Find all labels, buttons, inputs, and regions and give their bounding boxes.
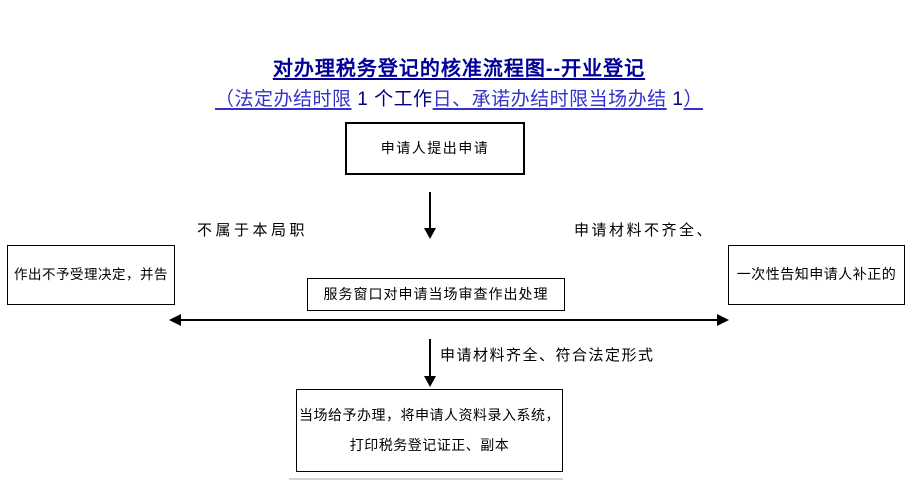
- edge-label-materials-complete: 申请材料齐全、符合法定形式: [440, 347, 655, 364]
- node-label: 一次性告知申请人补正的: [736, 266, 897, 283]
- page-edge-line: [289, 478, 563, 480]
- arrow-down-icon: [424, 228, 436, 239]
- arrow-left-icon: [169, 314, 181, 326]
- subtitle-segment: ）: [683, 89, 704, 110]
- page-subtitle: （法定办结时限 1 个工作日、承诺办结时限当场办结 1）: [0, 84, 918, 111]
- arrow-right-icon: [717, 314, 729, 326]
- arrow-center-to-bottom-line: [429, 339, 431, 377]
- node-notify-correction: 一次性告知申请人补正的: [728, 245, 905, 305]
- arrow-top-to-center-line: [429, 192, 431, 229]
- arrow-down-icon: [424, 376, 436, 387]
- node-label: 服务窗口对申请当场审查作出处理: [323, 285, 549, 302]
- node-applicant-submits: 申请人提出申请: [345, 122, 525, 175]
- subtitle-segment: 日、承诺办结时限当场办结: [432, 89, 667, 110]
- page-title: 对办理税务登记的核准流程图--开业登记: [272, 58, 646, 80]
- node-process-on-spot: 当场给予办理，将申请人资料录入系统， 打印税务登记证正、副本: [296, 389, 563, 472]
- node-label-line2: 打印税务登记证正、副本: [349, 437, 510, 453]
- edge-label-not-jurisdiction: 不属于本局职: [197, 222, 309, 239]
- subtitle-segment: 1: [666, 89, 684, 110]
- node-label-line1: 当场给予办理，将申请人资料录入系统，: [299, 406, 560, 423]
- node-label: 申请人提出申请: [380, 139, 490, 156]
- subtitle-segment: 1 个工作: [351, 89, 433, 110]
- arrow-horizontal-line: [181, 319, 717, 321]
- node-reject-decision: 作出不予受理决定，并告: [7, 245, 175, 305]
- node-window-review: 服务窗口对申请当场审查作出处理: [307, 278, 565, 311]
- subtitle-segment: （法定办结时限: [214, 89, 352, 110]
- edge-label-incomplete-materials: 申请材料不齐全、: [574, 222, 715, 239]
- node-label: 作出不予受理决定，并告: [14, 266, 168, 282]
